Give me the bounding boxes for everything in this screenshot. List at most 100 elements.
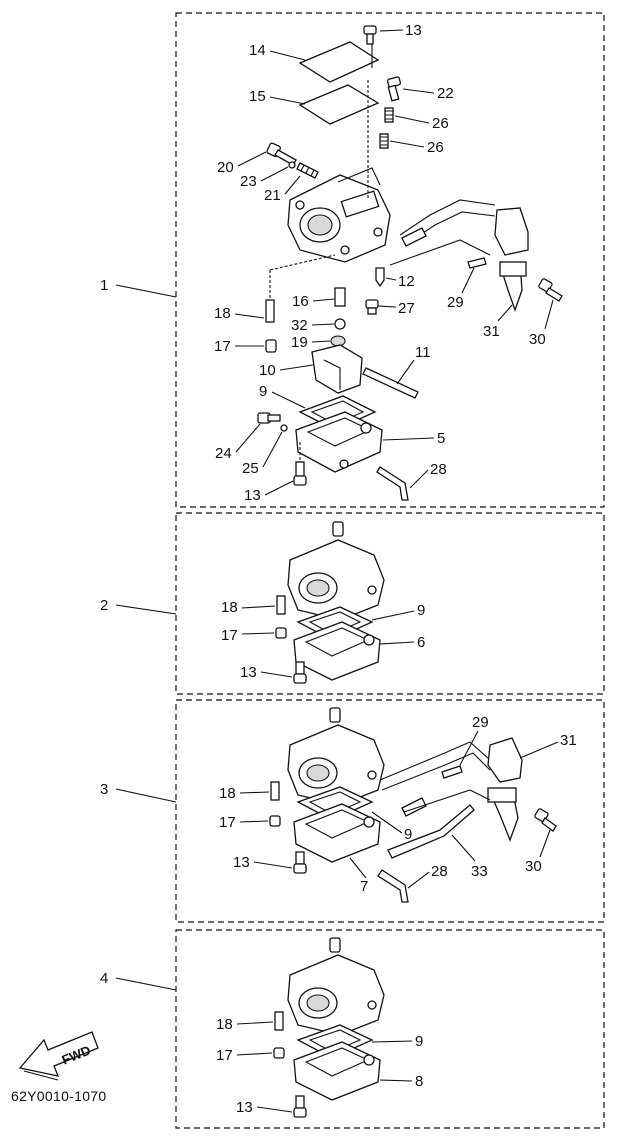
part-label-17: 17 <box>219 814 236 831</box>
part-label-29: 29 <box>472 714 489 731</box>
group-4-frame <box>175 929 605 1129</box>
part-label-17: 17 <box>214 338 231 355</box>
part-label-31: 31 <box>560 732 577 749</box>
assembly-group-3: 3 <box>100 699 605 923</box>
screw-22 <box>386 76 402 102</box>
carburetor-body-2 <box>287 521 385 621</box>
screw-13-top <box>363 25 377 45</box>
jet-18-a <box>265 299 275 323</box>
assembly-3-label: 3 <box>100 781 108 798</box>
part-label-9: 9 <box>417 602 425 619</box>
part-label-17: 17 <box>221 627 238 644</box>
plug-17-b <box>275 627 287 639</box>
part-label-18: 18 <box>221 599 238 616</box>
screw-13-c <box>293 661 307 684</box>
part-label-33: 33 <box>471 863 488 880</box>
part-label-7: 7 <box>360 878 368 895</box>
part-label-9: 9 <box>259 383 267 400</box>
assembly-group-4: 4 18 9 17 8 13 <box>100 929 605 1129</box>
connector-plug-3 <box>401 797 427 817</box>
part-label-24: 24 <box>215 445 232 462</box>
o-ring-23 <box>288 161 296 169</box>
part-label-28: 28 <box>431 863 448 880</box>
part-label-15: 15 <box>249 88 266 105</box>
washer-25 <box>280 424 288 432</box>
carburetor-body-1 <box>287 167 391 263</box>
screw-30-b <box>534 808 557 832</box>
part-label-23: 23 <box>240 173 257 190</box>
part-label-9: 9 <box>404 826 412 843</box>
assembly-group-1: 1 <box>100 12 605 508</box>
jet-18-b <box>276 595 286 615</box>
part-label-6: 6 <box>417 634 425 651</box>
part-label-11: 11 <box>415 344 431 361</box>
cover-plate-14 <box>298 41 380 83</box>
part-label-26: 26 <box>432 115 449 132</box>
part-label-13: 13 <box>233 854 250 871</box>
float-chamber-5 <box>295 411 383 473</box>
screw-27 <box>365 299 379 315</box>
part-label-27: 27 <box>398 300 415 317</box>
float-chamber-7 <box>293 803 381 863</box>
screw-13-b <box>293 461 307 486</box>
spring-26-b <box>379 133 389 149</box>
group-2-frame <box>175 512 605 695</box>
part-label-16: 16 <box>292 293 309 310</box>
part-label-29: 29 <box>447 294 464 311</box>
carburetor-body-4 <box>287 937 385 1036</box>
part-label-17: 17 <box>216 1047 233 1064</box>
screw-13-d <box>293 851 307 874</box>
connector-plug-1 <box>401 227 427 247</box>
float-10 <box>311 344 363 394</box>
part-label-26: 26 <box>427 139 444 156</box>
part-label-13: 13 <box>244 487 261 504</box>
spring-26-a <box>384 107 394 123</box>
group-1-frame <box>175 12 605 508</box>
jet-18-d <box>274 1011 284 1031</box>
part-label-22: 22 <box>437 85 454 102</box>
part-label-13: 13 <box>405 22 422 39</box>
part-label-14: 14 <box>249 42 266 59</box>
drain-screw-24 <box>257 412 281 424</box>
part-label-20: 20 <box>217 159 234 176</box>
hose-28-b <box>377 869 409 903</box>
seal-19 <box>330 335 346 347</box>
screw-20 <box>266 142 297 166</box>
part-label-13: 13 <box>236 1099 253 1116</box>
group-3-frame <box>175 699 605 923</box>
fwd-arrow-icon: FWD <box>18 1031 99 1081</box>
part-label-18: 18 <box>216 1016 233 1033</box>
screw-13-e <box>293 1095 307 1118</box>
part-label-8: 8 <box>415 1073 423 1090</box>
o-ring-32 <box>334 318 346 330</box>
needle-12 <box>375 267 385 288</box>
diaphragm-15 <box>298 84 380 125</box>
part-label-9: 9 <box>415 1033 423 1050</box>
part-label-12: 12 <box>398 273 415 290</box>
plug-17-c <box>269 815 281 827</box>
assembly-1-label: 1 <box>100 277 108 294</box>
hose-29-a <box>467 257 487 269</box>
carburetor-body-3 <box>287 707 385 806</box>
part-label-30: 30 <box>529 331 546 348</box>
part-label-13: 13 <box>240 664 257 681</box>
part-label-21: 21 <box>264 187 281 204</box>
part-label-32: 32 <box>291 317 308 334</box>
plug-17-a <box>265 339 277 353</box>
jet-18-c <box>270 781 280 801</box>
assembly-2-label: 2 <box>100 597 108 614</box>
hose-29-b <box>441 765 463 779</box>
assembly-group-2: 2 18 9 17 6 13 <box>100 512 605 695</box>
part-label-18: 18 <box>214 305 231 322</box>
part-label-28: 28 <box>430 461 447 478</box>
plug-17-d <box>273 1047 285 1059</box>
part-label-25: 25 <box>242 460 259 477</box>
hose-28-a <box>376 466 409 501</box>
part-label-5: 5 <box>437 430 445 447</box>
part-label-19: 19 <box>291 334 308 351</box>
drawing-code: 62Y0010-1070 <box>11 1088 107 1104</box>
part-label-18: 18 <box>219 785 236 802</box>
float-chamber-6 <box>293 621 381 681</box>
assembly-4-label: 4 <box>100 970 108 987</box>
